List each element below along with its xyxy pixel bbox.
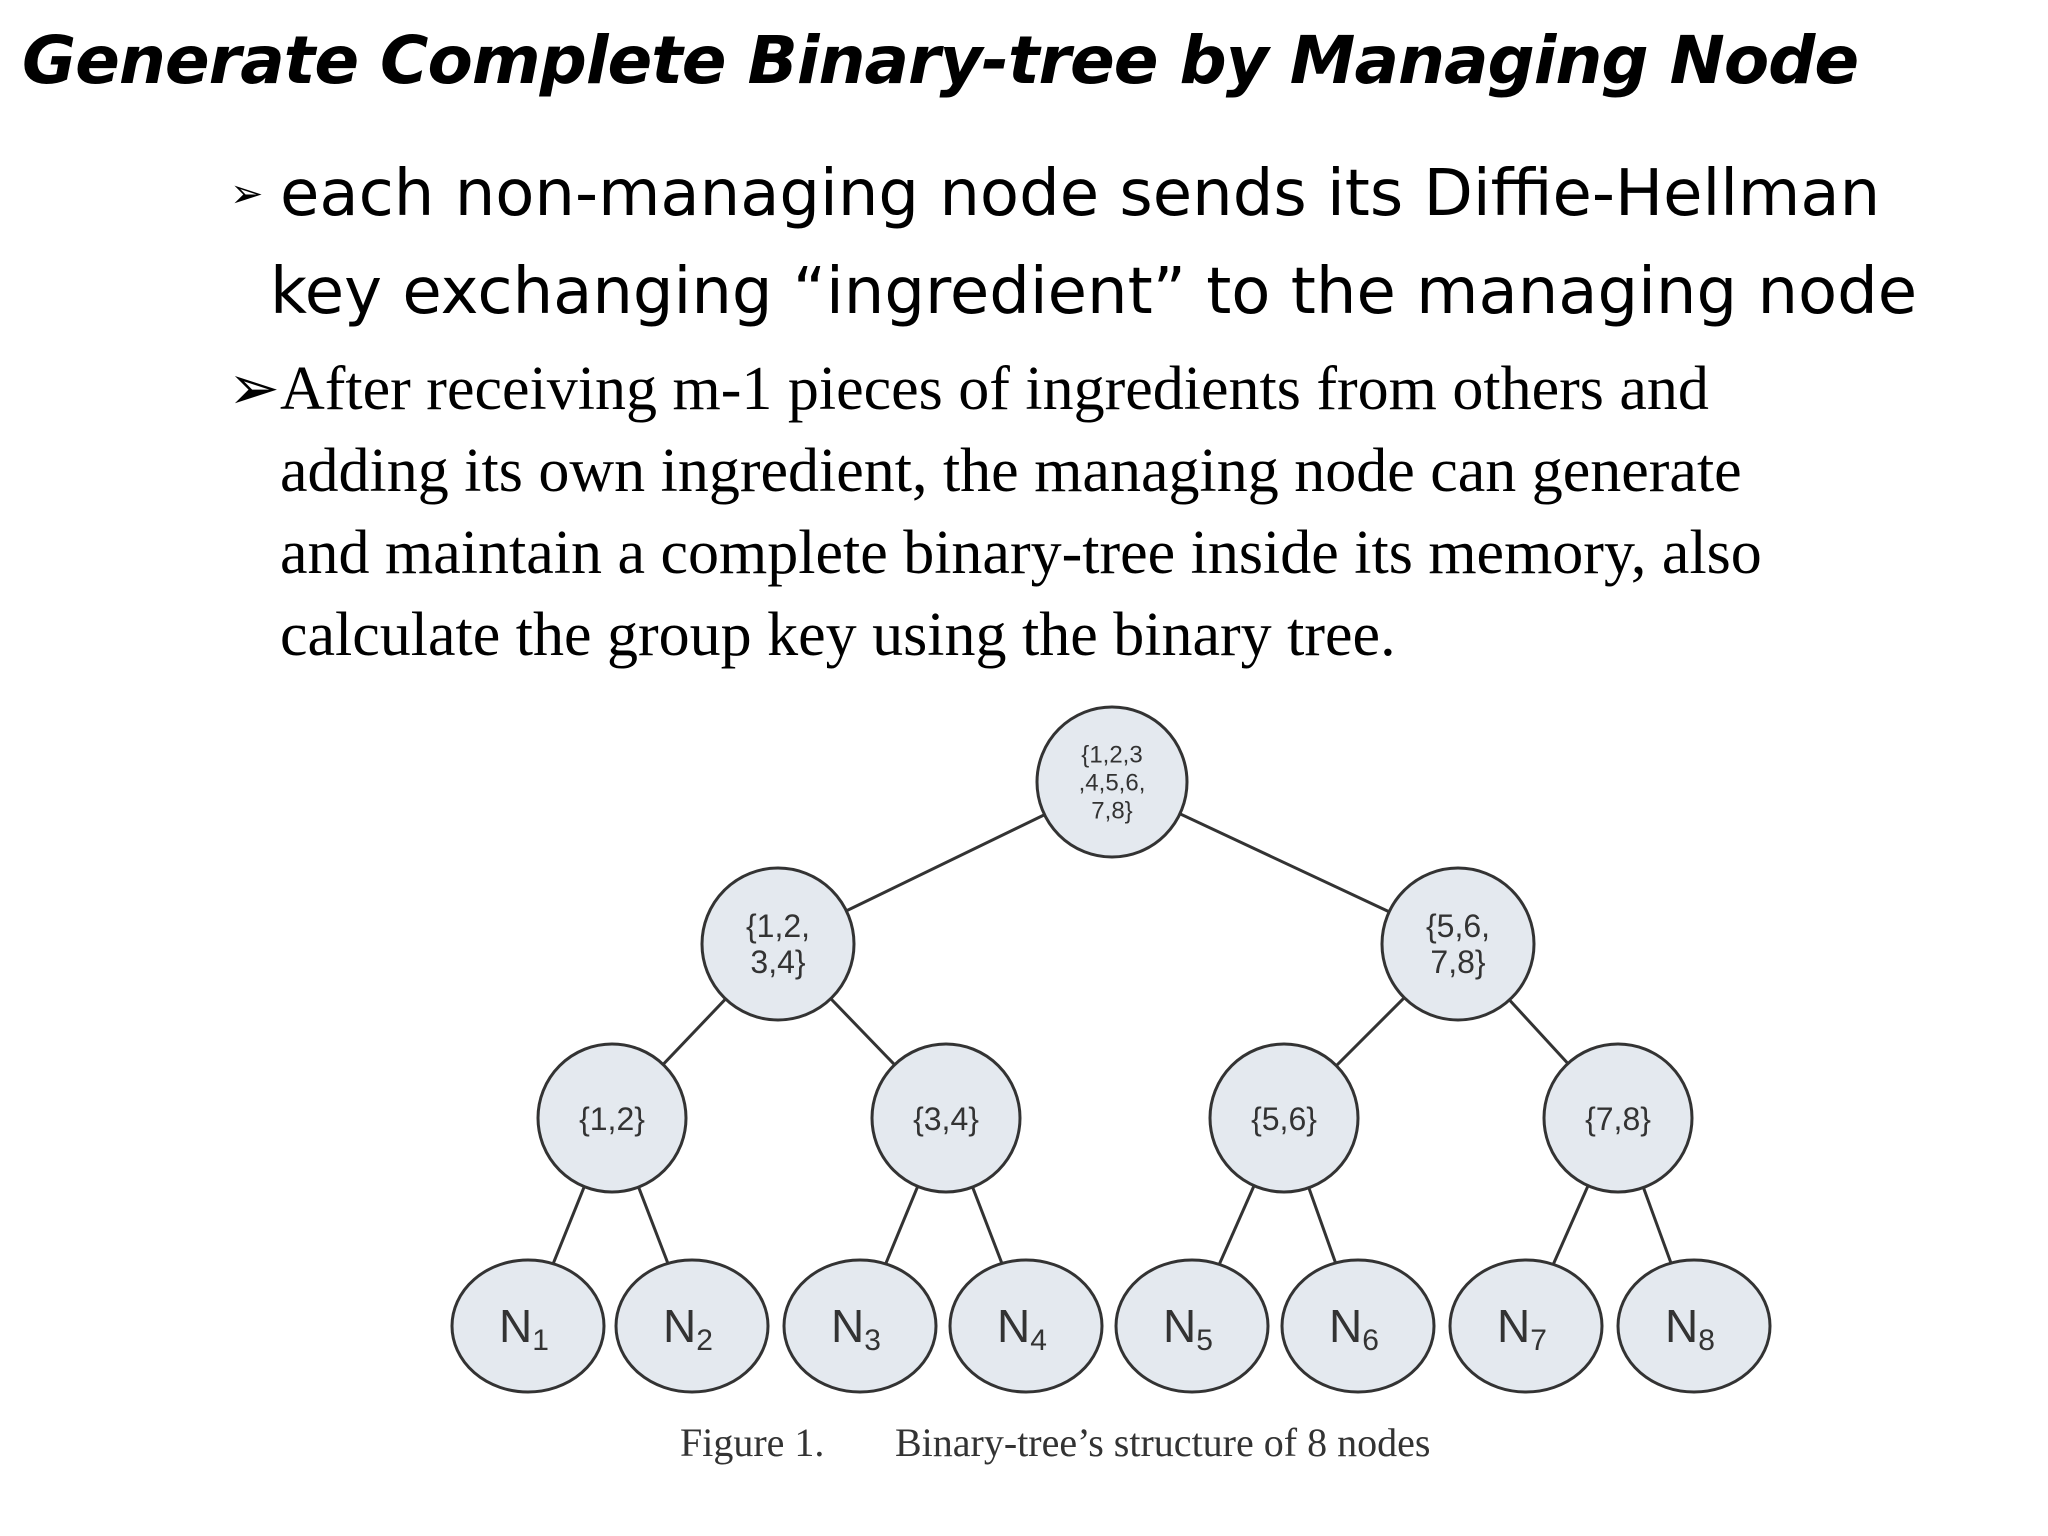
tree-leaf-letter: N xyxy=(1329,1300,1362,1352)
tree-node-level2-label: {1,2} xyxy=(579,1101,645,1137)
bullet-2: ➢ After receiving m-1 pieces of ingredie… xyxy=(228,348,2018,676)
tree-leaf-subscript: 4 xyxy=(1030,1324,1047,1357)
tree-leaf-letter: N xyxy=(499,1300,532,1352)
tree-leaf-subscript: 1 xyxy=(532,1324,549,1357)
tree-leaf-letter: N xyxy=(997,1300,1030,1352)
tree-leaf-node xyxy=(450,1258,606,1394)
tree-leaf-subscript: 7 xyxy=(1530,1324,1547,1357)
tree-leaf-label: N1 xyxy=(499,1300,549,1357)
tree-node-level1-label: 7,8} xyxy=(1430,944,1485,980)
tree-node-root-label: ,4,5,6, xyxy=(1079,769,1146,796)
bullet-2-line-1: After receiving m-1 pieces of ingredient… xyxy=(280,355,1709,423)
tree-node-level2 xyxy=(1208,1042,1360,1194)
tree-leaf-letter: N xyxy=(663,1300,696,1352)
tree-node-root-label: {1,2,3 xyxy=(1081,741,1142,768)
tree-node-level2-label: {5,6} xyxy=(1251,1101,1317,1137)
tree-node-root xyxy=(1035,705,1189,859)
tree-leaf-letter: N xyxy=(831,1300,864,1352)
tree-leaf-subscript: 8 xyxy=(1698,1324,1715,1357)
tree-node-level1-label: 3,4} xyxy=(750,944,805,980)
tree-leaf-label: N2 xyxy=(663,1300,713,1357)
tree-node-root-label: 7,8} xyxy=(1091,797,1132,824)
tree-leaf-label: N8 xyxy=(1665,1300,1715,1357)
tree-leaf-subscript: 2 xyxy=(696,1324,713,1357)
tree-leaf-subscript: 5 xyxy=(1196,1324,1213,1357)
tree-leaf-node xyxy=(1114,1258,1270,1394)
tree-leaf-subscript: 6 xyxy=(1362,1324,1379,1357)
tree-leaf-letter: N xyxy=(1497,1300,1530,1352)
tree-leaf-node xyxy=(782,1258,938,1394)
bullet-2-line-3: and maintain a complete binary-tree insi… xyxy=(280,519,1762,587)
figure-caption-text: Binary-tree’s structure of 8 nodes xyxy=(895,1420,1430,1465)
tree-leaf-label: N6 xyxy=(1329,1300,1379,1357)
figure-caption-label: Figure 1. xyxy=(680,1420,824,1465)
tree-node-level2 xyxy=(1542,1042,1694,1194)
tree-leaf-subscript: 3 xyxy=(864,1324,881,1357)
bullet-1-line-1: each non-managing node sends its Diffie-… xyxy=(280,157,1881,231)
tree-node-level2 xyxy=(536,1042,688,1194)
bullet-arrow-icon: ➢ xyxy=(228,355,280,423)
tree-leaf-label: N7 xyxy=(1497,1300,1547,1357)
tree-leaf-label: N4 xyxy=(997,1300,1047,1357)
bullet-1-line-2: key exchanging “ingredient” to the manag… xyxy=(270,255,1918,329)
bullet-1: ➢ each non-managing node sends its Diffi… xyxy=(230,145,2010,341)
tree-leaf-node xyxy=(1280,1258,1436,1394)
bullet-2-line-2: adding its own ingredient, the managing … xyxy=(280,437,1742,505)
tree-leaf-letter: N xyxy=(1665,1300,1698,1352)
tree-leaf-label: N5 xyxy=(1163,1300,1213,1357)
tree-leaf-node xyxy=(948,1258,1104,1394)
tree-leaf-letter: N xyxy=(1163,1300,1196,1352)
tree-node-level1 xyxy=(700,866,856,1022)
tree-leaf-node xyxy=(614,1258,770,1394)
tree-node-level1-label: {1,2, xyxy=(746,908,810,944)
bullet-arrow-icon: ➢ xyxy=(230,171,264,217)
tree-node-level2-label: {7,8} xyxy=(1585,1101,1651,1137)
tree-leaf-node xyxy=(1448,1258,1604,1394)
tree-leaf-label: N3 xyxy=(831,1300,881,1357)
tree-leaf-node xyxy=(1616,1258,1772,1394)
slide-title: Generate Complete Binary-tree by Managin… xyxy=(22,22,1859,99)
tree-node-level2 xyxy=(870,1042,1022,1194)
tree-node-level1-label: {5,6, xyxy=(1426,908,1490,944)
bullet-2-line-4: calculate the group key using the binary… xyxy=(280,601,1396,669)
tree-node-level2-label: {3,4} xyxy=(913,1101,979,1137)
tree-node-level1 xyxy=(1380,866,1536,1022)
